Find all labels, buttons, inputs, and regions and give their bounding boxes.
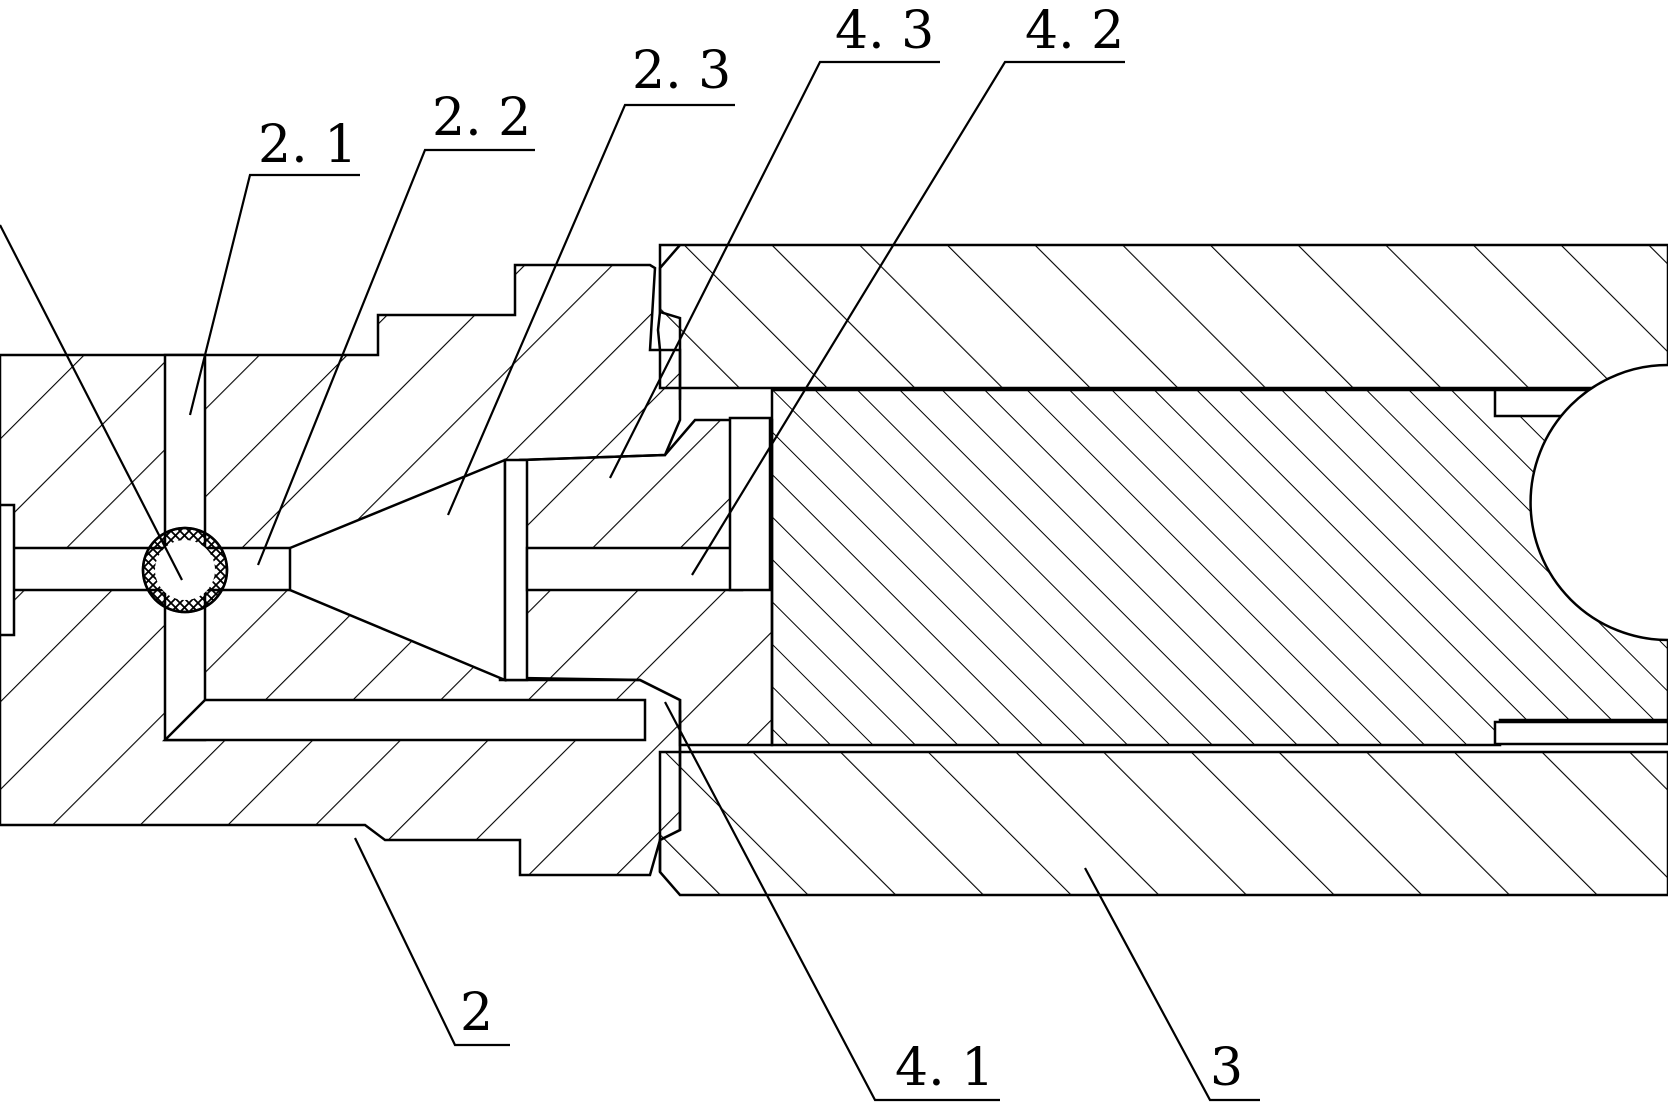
label-4-3: 4. 3 — [835, 1, 934, 61]
label-2: 2 — [460, 983, 493, 1043]
label-4-1: 4. 1 — [895, 1038, 994, 1098]
part-labels: 2. 1 2. 2 2. 3 4. 3 4. 2 2 4. 1 3 — [258, 1, 1243, 1098]
label-2-2: 2. 2 — [432, 88, 531, 148]
leader-lines — [0, 60, 1260, 1102]
ball-and-seal — [141, 526, 229, 614]
label-2-1: 2. 1 — [258, 115, 357, 175]
outer-sleeve-3 — [656, 243, 1668, 897]
label-3: 3 — [1210, 1038, 1243, 1098]
label-4-2: 4. 2 — [1025, 1, 1124, 61]
label-2-3: 2. 3 — [632, 41, 731, 101]
inner-core-part — [770, 363, 1668, 747]
